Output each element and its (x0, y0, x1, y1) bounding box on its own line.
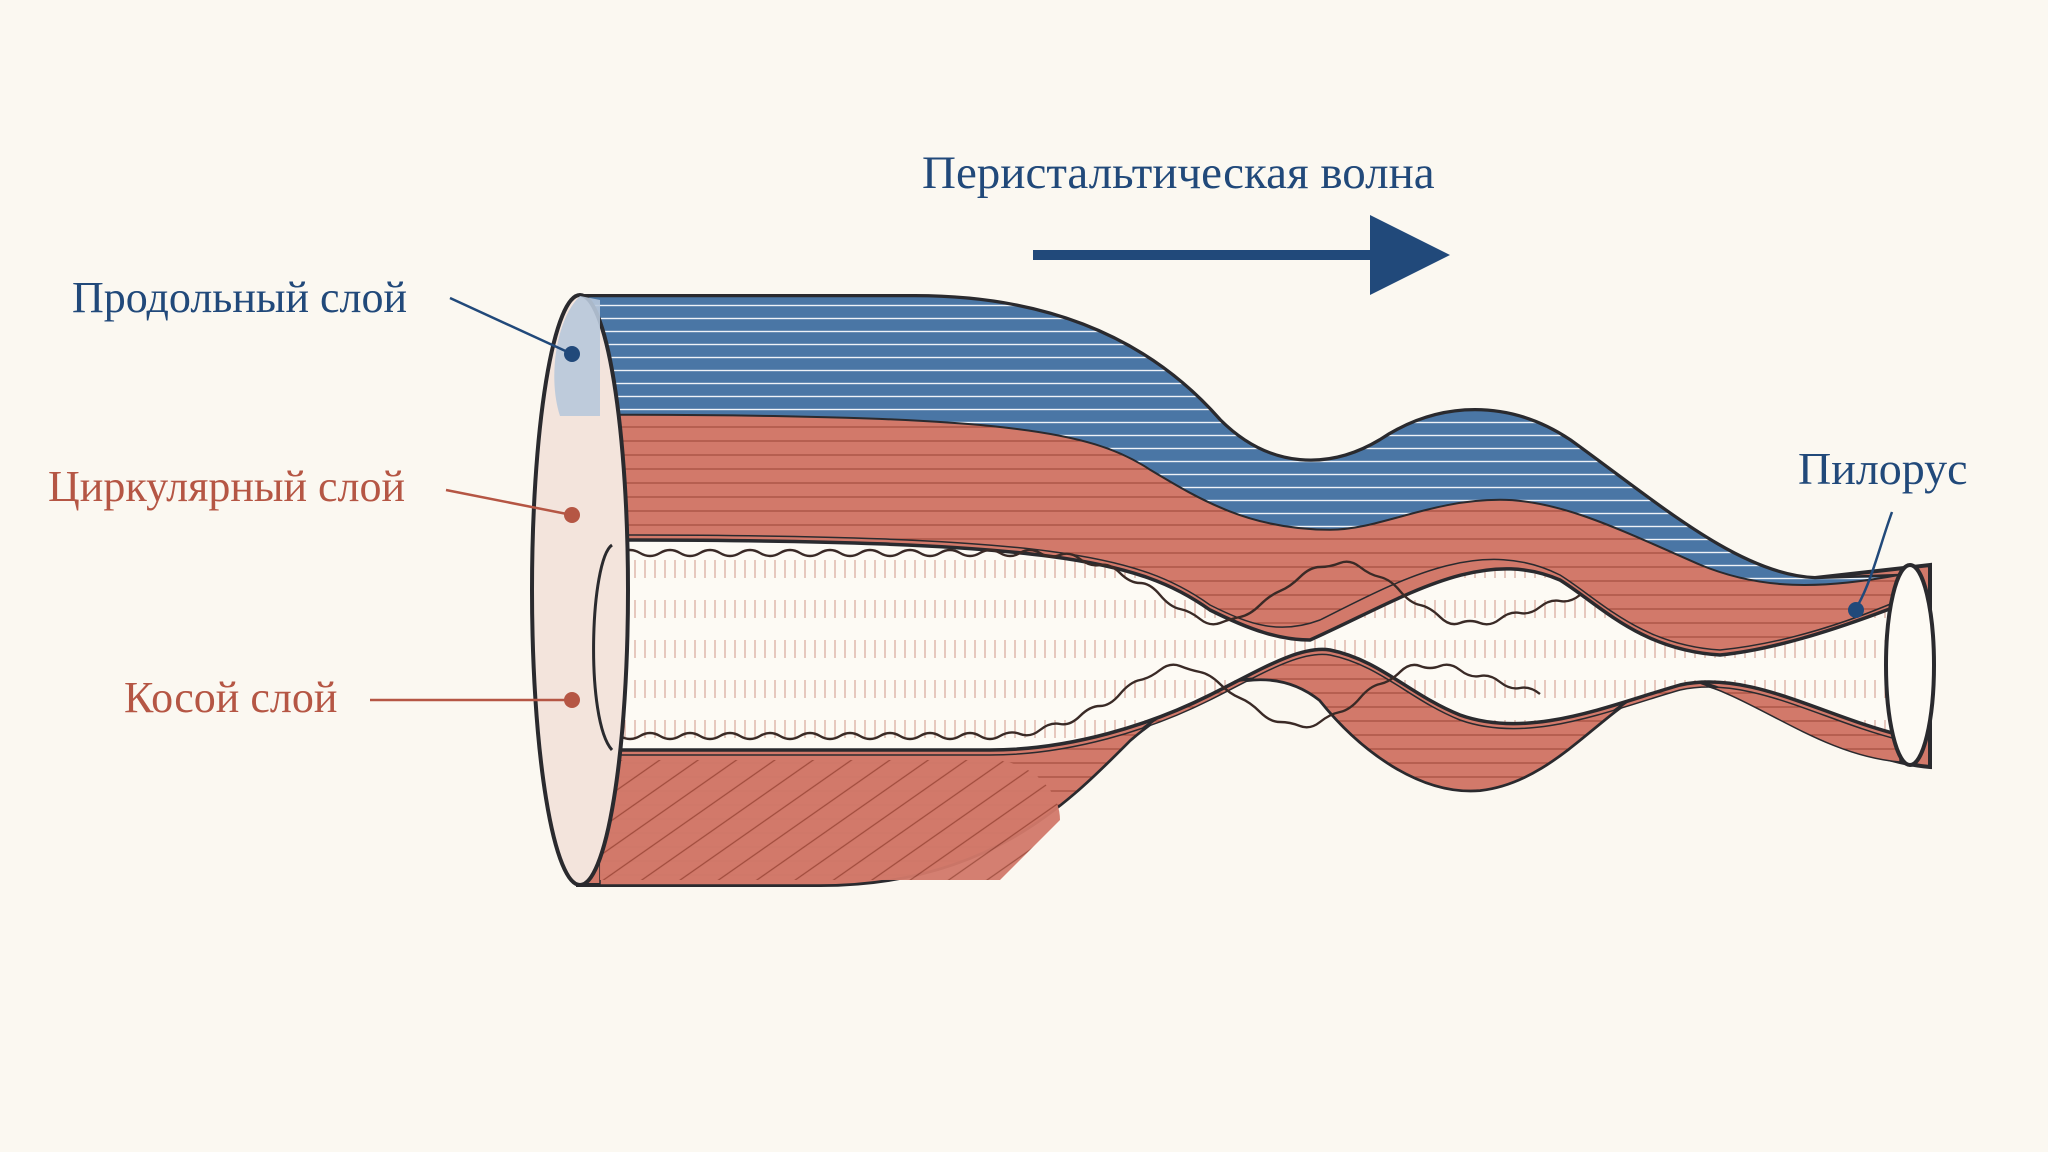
oblique-layer (600, 760, 1060, 880)
dot-oblique (564, 692, 580, 708)
leader-circular (445, 488, 573, 517)
arrowhead-icon (1370, 215, 1450, 295)
mucosa-edge-upper (619, 548, 1581, 626)
dot-circular (564, 507, 580, 523)
mucosa-edge-lower (619, 663, 1541, 741)
dot-longitudinal (564, 346, 580, 362)
leader-longitudinal (449, 296, 573, 356)
label-circular-layer: Циркулярный слой (48, 462, 406, 511)
lumen (613, 538, 1902, 752)
label-oblique-layer: Косой слой (124, 673, 338, 722)
cross-section-inner-lumen (592, 543, 614, 752)
label-pylorus: Пилорус (1798, 443, 1968, 494)
leader-pylorus (1856, 511, 1894, 606)
dot-pylorus (1848, 602, 1864, 618)
pylorus-opening (1884, 563, 1936, 767)
diagram-title: Перистальтическая волна (922, 147, 1435, 199)
label-longitudinal-layer: Продольный слой (72, 273, 408, 322)
